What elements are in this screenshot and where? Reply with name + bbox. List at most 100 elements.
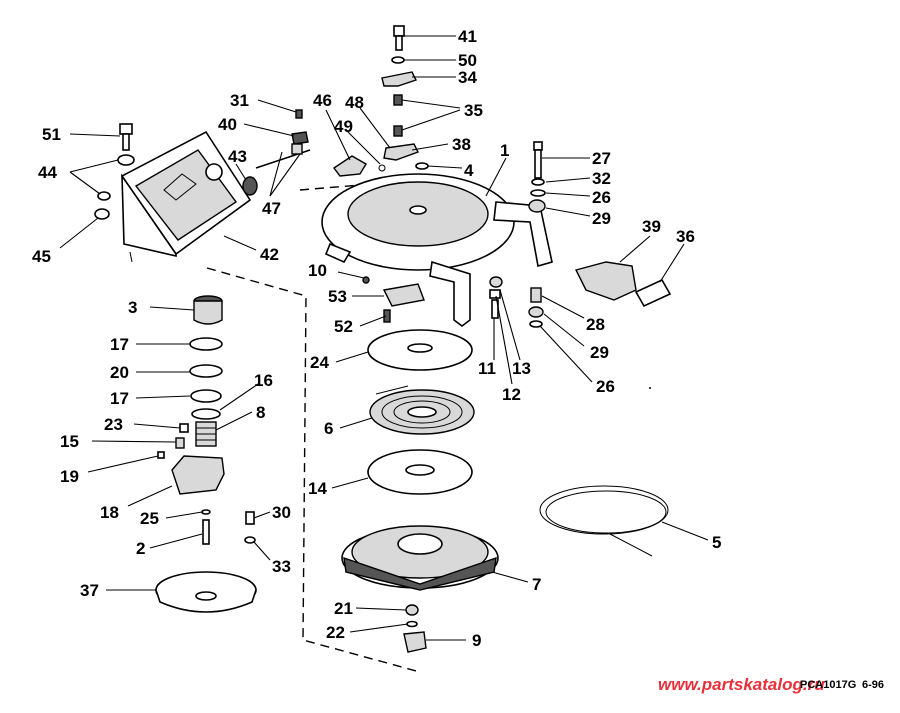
part-29-bushing-top [528, 199, 546, 213]
part-19-pin [157, 451, 165, 459]
part-5-starter-rope [539, 485, 669, 557]
callout-51: 51 [42, 125, 61, 144]
part-39-handle [574, 261, 637, 301]
callout-26-bottom: 26 [596, 377, 615, 396]
part-31-screw [295, 109, 303, 119]
callout-49: 49 [334, 117, 353, 136]
callout-53: 53 [328, 287, 347, 306]
callout-47: 47 [262, 199, 281, 218]
callout-36: 36 [676, 227, 695, 246]
callout-34: 34 [458, 68, 477, 87]
callout-40: 40 [218, 115, 237, 134]
watermark-text: www.partskatalog.ru [658, 675, 825, 694]
part-6-rewind-spring [369, 385, 475, 435]
part-20-ring [189, 364, 223, 378]
part-14-plate [367, 449, 473, 495]
part-51-screw [119, 123, 133, 151]
part-25-washer [201, 509, 211, 515]
callout-42: 42 [260, 245, 279, 264]
callout-3: 3 [128, 298, 137, 317]
callout-29-top: 29 [592, 209, 611, 228]
callout-20: 20 [110, 363, 129, 382]
callout-29-bottom: 29 [590, 343, 609, 362]
part-35-pins [393, 94, 403, 137]
part-2-screw [202, 519, 210, 545]
stray-dot [649, 387, 651, 389]
part-38-lock-lever [383, 143, 419, 161]
callout-5: 5 [712, 533, 721, 552]
callout-9: 9 [472, 631, 481, 650]
part-18-plate [171, 455, 225, 495]
part-40-plate [291, 131, 309, 145]
part-26-washer-top [530, 189, 546, 197]
callout-17-bottom: 17 [110, 389, 129, 408]
assembly-guide-dashed-line [206, 267, 421, 673]
part-27-bolt [533, 141, 543, 179]
callout-33: 33 [272, 557, 291, 576]
callout-6: 6 [324, 419, 333, 438]
part-32-washer [531, 178, 545, 186]
part-53-plate [382, 283, 425, 307]
part-7-pulley [341, 525, 499, 591]
callout-10: 10 [308, 261, 327, 280]
callout-1: 1 [500, 141, 509, 160]
part-28-spacer [530, 287, 542, 303]
part-33-washer [244, 536, 256, 544]
callout-28: 28 [586, 315, 605, 334]
callout-41: 41 [458, 27, 477, 46]
callout-4: 4 [464, 161, 474, 180]
callout-labels: 41 50 34 35 48 46 31 40 49 38 4 1 27 32 … [32, 27, 721, 650]
callout-16: 16 [254, 371, 273, 390]
callout-14: 14 [308, 479, 327, 498]
callout-25: 25 [140, 509, 159, 528]
assembly-guide-dashed-line-top [299, 184, 361, 191]
callout-45: 45 [32, 247, 51, 266]
callout-15: 15 [60, 432, 79, 451]
callout-21: 21 [334, 599, 353, 618]
callout-2: 2 [136, 539, 145, 558]
part-30-screw [245, 511, 255, 525]
callout-22: 22 [326, 623, 345, 642]
part-3-spool [193, 295, 223, 325]
part-26-washer-bottom [529, 320, 543, 328]
callout-18: 18 [100, 503, 119, 522]
callout-24: 24 [310, 353, 329, 372]
part-34-bracket [381, 71, 417, 87]
part-50-washer [391, 56, 405, 64]
part-24-plate [367, 329, 473, 371]
part-29-bushing-bottom [528, 306, 544, 318]
part-10-screw [362, 276, 370, 284]
callout-48: 48 [345, 93, 364, 112]
callout-8: 8 [256, 403, 265, 422]
callout-44: 44 [38, 163, 57, 182]
part-1-starter-housing [321, 173, 553, 327]
part-44-washer [117, 154, 135, 166]
callout-46: 46 [313, 91, 332, 110]
part-17-ring-top [189, 337, 223, 351]
part-42-housing [120, 130, 252, 263]
date-code: 6-96 [862, 679, 884, 691]
callout-11: 11 [478, 359, 496, 378]
callout-19: 19 [60, 467, 79, 486]
part-17-ring-bottom [190, 389, 222, 403]
part-43-knob [242, 176, 258, 196]
part-37-cup [155, 571, 257, 613]
part-4-washer [415, 162, 429, 170]
drawing-code: PCA1017G [800, 679, 856, 691]
callout-32: 32 [592, 169, 611, 188]
callout-30: 30 [272, 503, 291, 522]
part-36-handle-insert [634, 278, 672, 308]
callout-35: 35 [464, 101, 483, 120]
callout-12: 12 [502, 385, 521, 404]
callout-13: 13 [512, 359, 531, 378]
callout-26-top: 26 [592, 188, 611, 207]
callout-52: 52 [334, 317, 353, 336]
callout-37: 37 [80, 581, 99, 600]
callout-38: 38 [452, 135, 471, 154]
callout-17-top: 17 [110, 335, 129, 354]
callout-27: 27 [592, 149, 611, 168]
leader-lines [59, 35, 709, 641]
part-21-nut [405, 604, 419, 616]
part-49-clip [378, 164, 386, 172]
